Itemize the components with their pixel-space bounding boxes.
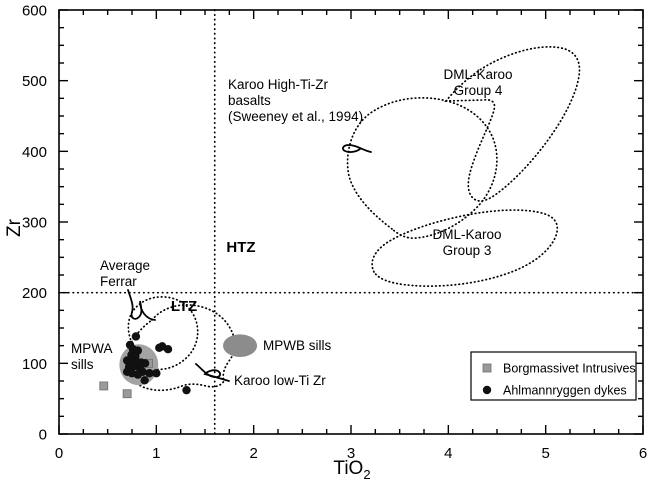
y-tick-label: 100 [22,356,47,373]
data-point-ahlmannryggen-dykes [182,385,191,395]
annotation-karoo-high-ti-zr: Karoo High-Ti-Zr basalts (Sweeney et al.… [228,77,372,153]
data-point-ahlmannryggen-dykes [140,359,150,368]
data-point-borgmassivet-intrusives [122,389,132,399]
data-point-ahlmannryggen-dykes [152,369,161,378]
annotation-karoo-high-ti-zr-line-2: basalts [228,93,271,108]
shaded-field-mpwb-sills [223,334,258,357]
annotation-dml-karoo-group-4: DML-Karoo Group 4 [443,67,512,98]
annotation-mpwa-sills-line-2: sills [71,357,94,372]
x-axis-title-subscript: 2 [363,467,370,482]
x-tick-label: 3 [347,445,355,462]
x-axis-title-base: TiO [333,458,363,479]
annotation-dml-karoo-group-3: DML-Karoo Group 3 [432,227,501,258]
data-point-ahlmannryggen-dykes [131,332,141,341]
annotation-karoo-low-ti-zr-text: Karoo low-Ti Zr [234,373,326,388]
data-point-ahlmannryggen-dykes [145,369,154,378]
x-tick-label: 5 [541,445,549,462]
annotation-dml-karoo-group-3-line-1: DML-Karoo [432,227,501,242]
legend-label: Ahlmannryggen dykes [503,384,627,398]
data-points [99,332,191,399]
x-tick-label: 6 [639,445,647,462]
annotation-karoo-high-ti-zr-line-1: Karoo High-Ti-Zr [228,77,329,92]
y-tick-label: 400 [22,144,47,161]
annotation-mpwa-sills: MPWA sills [71,341,113,372]
axis-tick-labels: 0 1 2 3 4 5 6 0 100 200 300 400 500 600 [22,3,647,463]
annotation-dml-karoo-group-3-line-2: Group 3 [443,243,492,258]
axis-ticks [58,9,644,435]
legend-marker-circle [482,385,492,395]
zone-label-htz: HTZ [226,239,255,256]
legend-marker-square [482,363,492,373]
x-tick-label: 4 [444,445,452,462]
y-tick-label: 500 [22,73,47,90]
x-tick-label: 1 [152,445,160,462]
y-axis-title: Zr [4,218,25,237]
y-tick-label: 300 [22,215,47,232]
x-axis-title: TiO2 [333,458,370,482]
data-point-ahlmannryggen-dykes [140,376,149,385]
reference-lines [58,9,644,435]
annotation-karoo-high-ti-zr-line-3: (Sweeney et al., 1994) [228,109,363,124]
field-outline-dml-karoo-group-3 [371,209,559,287]
zone-label-ltz: LTZ [171,298,197,315]
x-tick-label: 0 [55,445,63,462]
field-outline-dml-karoo-group-4 [444,46,581,202]
data-point-borgmassivet-intrusives [99,381,109,391]
annotation-average-ferrar-line-2: Ferrar [100,274,137,289]
annotation-karoo-high-ti-zr-leader [342,144,372,153]
x-tick-label: 2 [249,445,257,462]
annotation-mpwb-sills: MPWB sills [263,338,331,353]
annotation-karoo-low-ti-zr-leader [195,363,230,382]
data-point-ahlmannryggen-dykes [138,367,147,377]
y-tick-label: 200 [22,285,47,302]
legend-box [470,351,637,401]
annotation-average-ferrar: Average Ferrar [100,258,156,321]
data-point-ahlmannryggen-dykes [163,345,173,354]
annotation-dml-karoo-group-4-line-1: DML-Karoo [443,67,512,82]
annotation-average-ferrar-line-1: Average [100,258,150,273]
annotation-dml-karoo-group-4-line-2: Group 4 [454,83,503,98]
y-tick-label: 600 [22,3,47,20]
legend-label: Borgmassivet Intrusives [503,362,636,376]
annotation-mpwa-sills-line-1: MPWA [71,341,113,356]
annotation-average-ferrar-leader [127,289,156,321]
y-tick-label: 0 [39,427,47,444]
annotation-karoo-low-ti-zr: Karoo low-Ti Zr [195,363,326,388]
field-outline-karoo-high-ti-zr [346,97,498,239]
